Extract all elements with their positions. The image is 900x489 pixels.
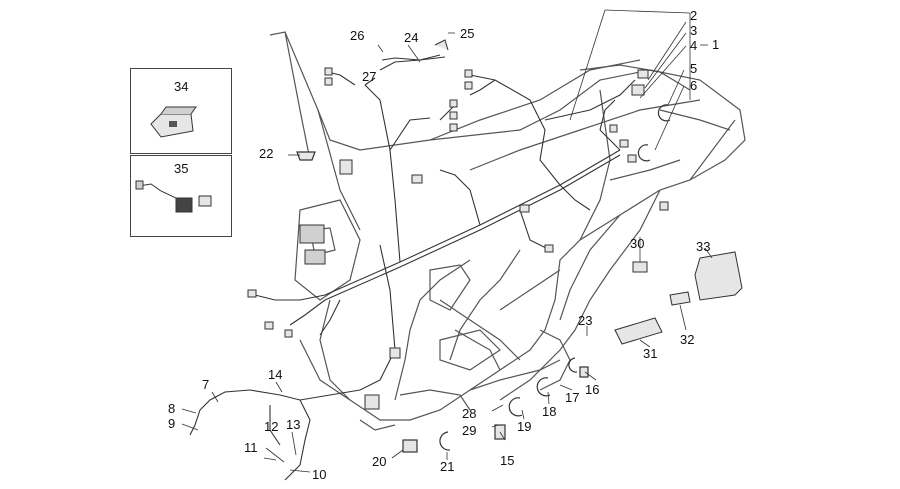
callout-24: 24 (404, 30, 419, 45)
callout-3: 3 (690, 23, 698, 38)
callout-15: 15 (500, 453, 515, 468)
callout-2: 2 (690, 8, 698, 23)
callout-20: 20 (372, 454, 387, 469)
callout-6: 6 (690, 78, 698, 93)
callout-8: 8 (168, 401, 176, 416)
callout-10: 10 (312, 467, 327, 482)
callout-25: 25 (460, 26, 475, 41)
callout-12: 12 (264, 419, 279, 434)
callout-33: 33 (696, 239, 711, 254)
callout-30: 30 (630, 236, 645, 251)
callout-35: 35 (174, 161, 189, 176)
callout-32: 32 (680, 332, 695, 347)
wiring-harness (189, 54, 636, 481)
callout-19: 19 (517, 419, 532, 434)
callout-34: 34 (174, 79, 189, 94)
callout-11: 11 (244, 440, 258, 455)
callout-29: 29 (462, 423, 477, 438)
connectors (247, 67, 669, 410)
callout-26: 26 (350, 28, 365, 43)
clamps-and-rings (296, 104, 671, 453)
loose-parts (381, 39, 743, 345)
callout-16: 16 (585, 382, 600, 397)
callout-17: 17 (565, 390, 580, 405)
callout-22: 22 (259, 146, 274, 161)
callout-27: 27 (362, 69, 377, 84)
inset-box-35 (130, 155, 232, 237)
callout-4: 4 (690, 38, 698, 53)
inset-box-34 (130, 68, 232, 154)
callout-7: 7 (202, 377, 210, 392)
sensor-harness-icon (135, 180, 212, 213)
callout-28: 28 (462, 406, 477, 421)
callout-1: 1 (712, 37, 720, 52)
callout-13: 13 (286, 417, 301, 432)
callout-31: 31 (643, 346, 658, 361)
leader-lines (175, 9, 713, 473)
scooter-frame (269, 31, 746, 431)
relay-cover-icon (150, 106, 197, 138)
callout-14: 14 (268, 367, 283, 382)
callout-5: 5 (690, 61, 698, 76)
callout-18: 18 (542, 404, 557, 419)
callout-21: 21 (440, 459, 455, 474)
callout-23: 23 (578, 313, 593, 328)
callout-9: 9 (168, 416, 176, 431)
